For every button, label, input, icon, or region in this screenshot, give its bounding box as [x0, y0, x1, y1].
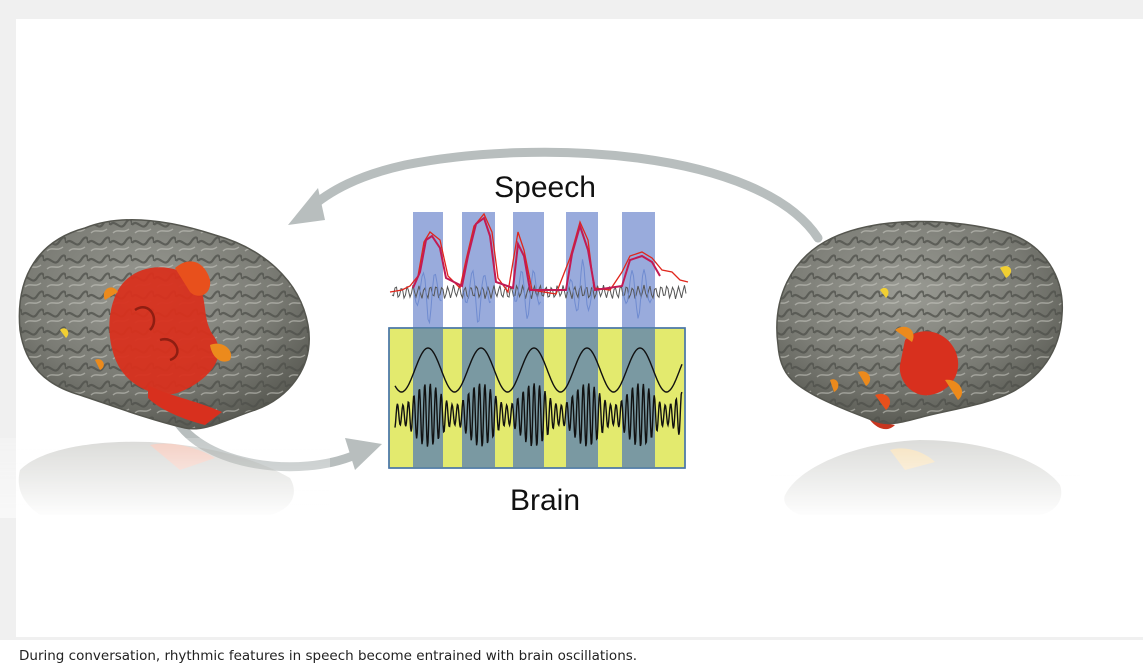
left-brain-reflection — [0, 438, 330, 518]
speech-label: Speech — [494, 171, 596, 204]
right-brain-icon — [760, 210, 1080, 440]
speech-bands — [413, 212, 655, 330]
brain-label: Brain — [510, 484, 580, 517]
left-brain-icon — [0, 200, 330, 440]
figure-caption: During conversation, rhythmic features i… — [19, 648, 1129, 664]
speech-brain-entrainment-diagram: Speech Brain — [0, 0, 1143, 640]
right-brain-reflection — [770, 436, 1080, 518]
